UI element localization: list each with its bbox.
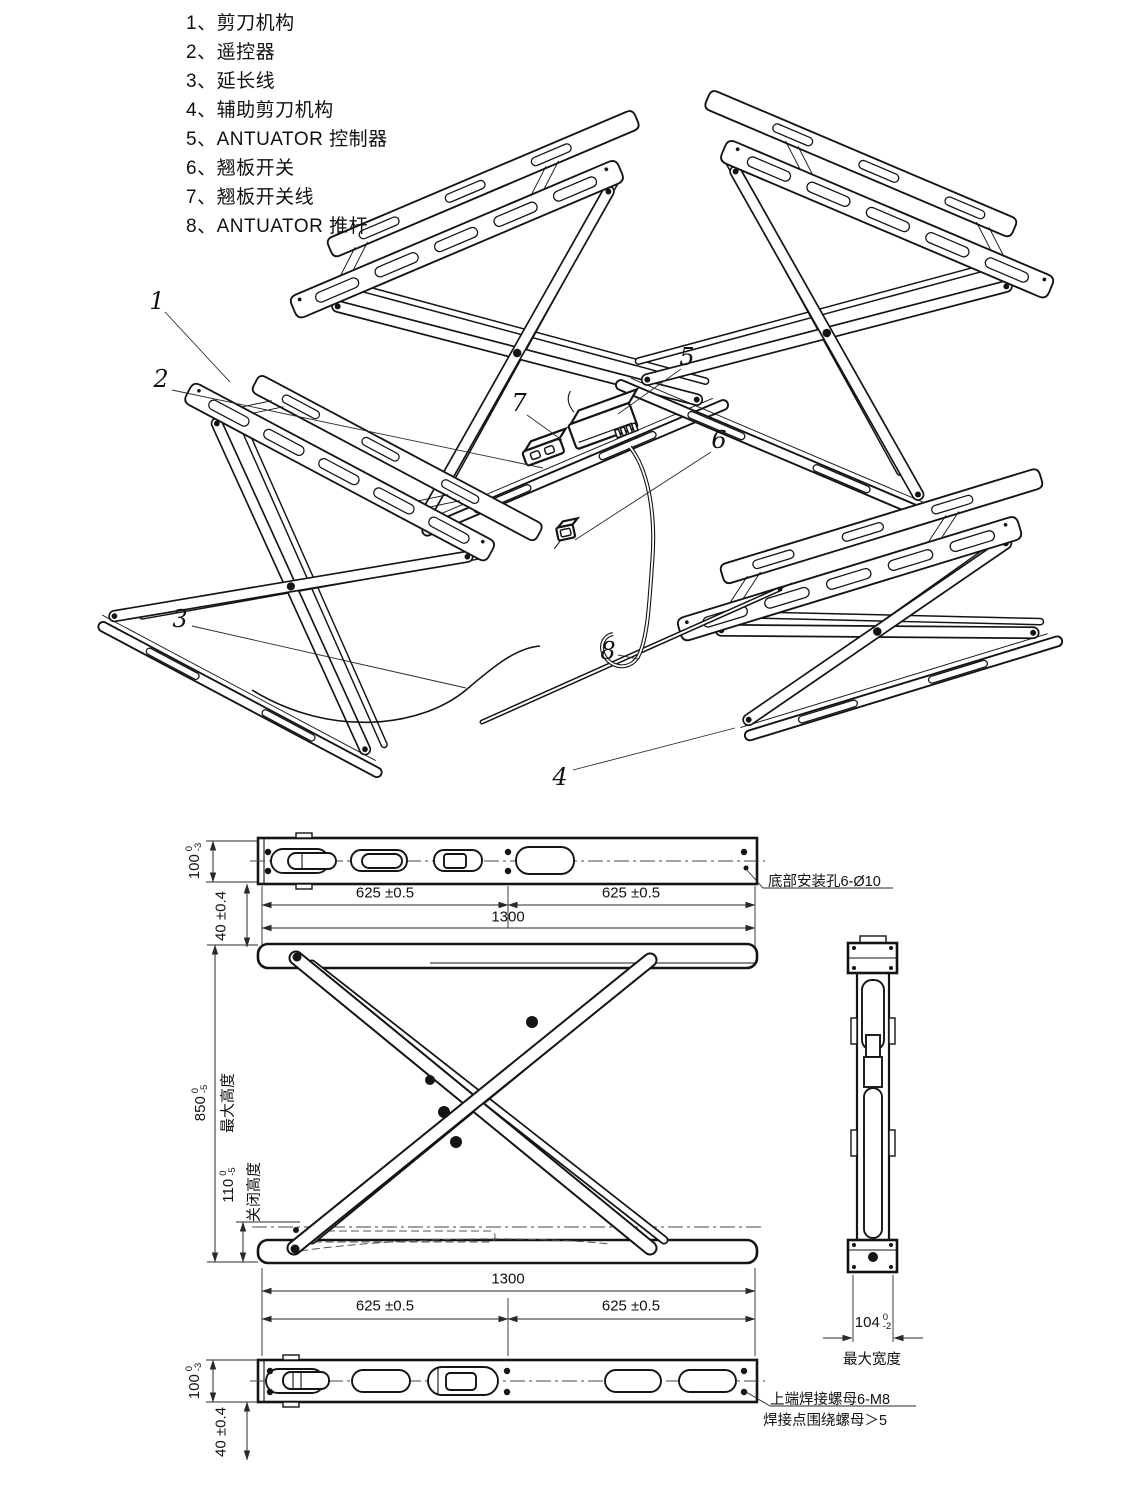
- callout-7: 7: [511, 389, 527, 417]
- parts-list-item-4: 4、辅助剪刀机构: [186, 100, 334, 121]
- front-view-max-height-label: 最大高度: [219, 1072, 237, 1134]
- bottom-view-span-right-dim: 625 ±0.5: [601, 1297, 661, 1315]
- scissor-unit-lower-right: [665, 468, 1089, 750]
- parts-list-item-2: 2、遥控器: [186, 42, 276, 63]
- scissor-unit-lower-left: [71, 348, 544, 790]
- callout-leaders: [164, 311, 736, 771]
- remote-control: [521, 426, 569, 467]
- parts-list-item-7: 7、翘板开关线: [186, 187, 315, 208]
- actuator-controller: [567, 387, 640, 450]
- bottom-view-weld-point-note: 焊接点围绕螺母＞5: [763, 1413, 888, 1429]
- front-view-total-length-dim: 1300: [491, 1270, 525, 1288]
- top-view-span-right-dim: 625 ±0.5: [601, 884, 661, 902]
- callout-8: 8: [600, 637, 616, 665]
- scissor-unit-upper-right: [590, 89, 1071, 528]
- top-view-span-left-dim: 625 ±0.5: [355, 884, 415, 902]
- callout-2: 2: [153, 365, 169, 393]
- side-view-max-width-label: 最大宽度: [843, 1352, 901, 1368]
- callout-5: 5: [679, 343, 695, 371]
- callout-4: 4: [552, 763, 568, 791]
- side-view: [823, 935, 923, 1342]
- controller-cable: [600, 445, 656, 669]
- bottom-view: [206, 1354, 916, 1461]
- callout-1: 1: [149, 287, 165, 315]
- actuator-push-rod: [479, 582, 793, 725]
- callout-3: 3: [172, 605, 188, 633]
- parts-list-item-3: 3、延长线: [186, 71, 276, 92]
- top-view: [206, 832, 893, 952]
- rocker-switch: [553, 516, 581, 550]
- front-view-closed-height-label: 关闭高度: [245, 1161, 263, 1223]
- top-view-total-length-dim: 1300: [491, 908, 525, 926]
- isometric-exploded-view: [71, 89, 1090, 790]
- front-view: [207, 942, 762, 1356]
- parts-list-item-6: 6、翘板开关: [186, 158, 295, 179]
- bottom-view-hole-offset-dim: 40 ±0.4: [212, 1407, 230, 1457]
- bottom-view-span-left-dim: 625 ±0.5: [355, 1297, 415, 1315]
- top-view-hole-offset-dim: 40 ±0.4: [212, 891, 230, 941]
- extension-cable: [251, 645, 541, 724]
- parts-list-item-1: 1、剪刀机构: [186, 13, 295, 34]
- top-view-mounting-hole-note: 底部安装孔6-Ø10: [768, 874, 881, 890]
- parts-list-item-8: 8、ANTUATOR 推杆: [186, 216, 369, 237]
- parts-list-item-5: 5、ANTUATOR 控制器: [186, 129, 388, 150]
- bottom-view-weld-nut-note: 上端焊接螺母6-M8: [770, 1392, 891, 1408]
- callout-6: 6: [711, 426, 727, 454]
